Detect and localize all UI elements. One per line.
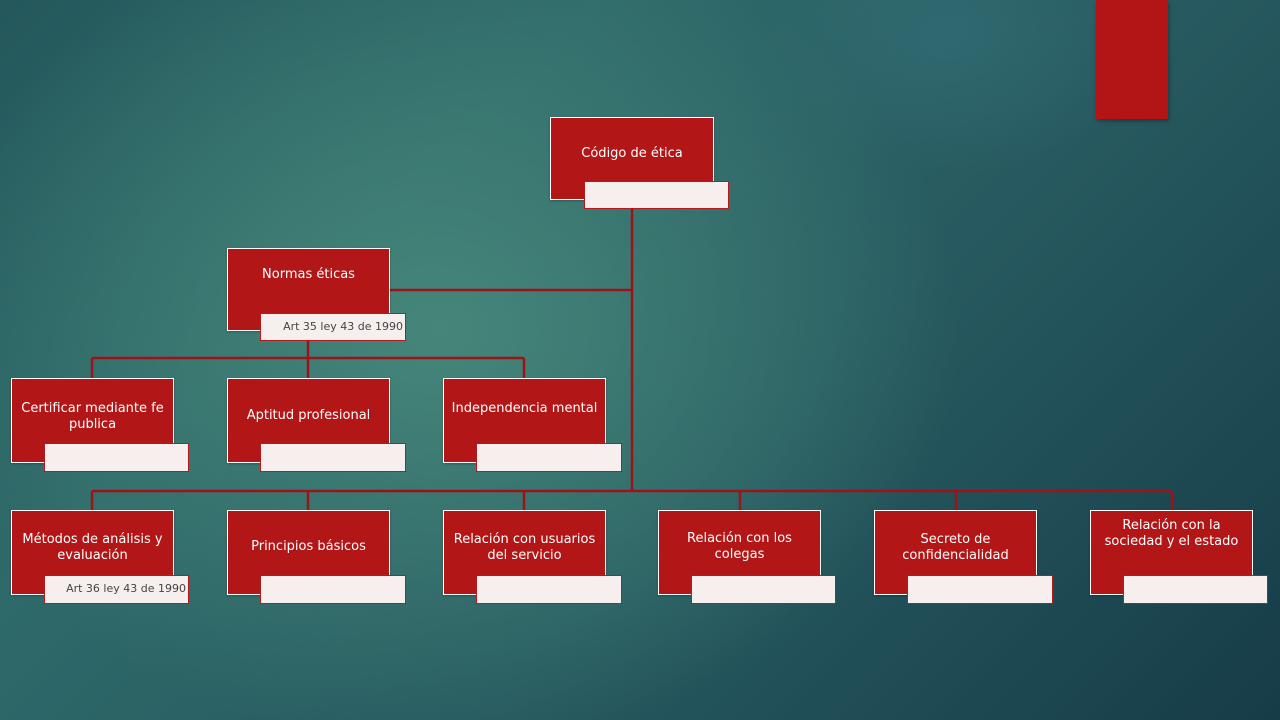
node-note-art36: Art 36 ley 43 de 1990 <box>44 575 189 604</box>
node-note-box <box>1123 575 1268 604</box>
node-label: Relación con la sociedad y el estado <box>1104 518 1239 549</box>
node-note-box <box>476 443 622 472</box>
node-note-box <box>44 443 189 472</box>
node-label: Relación con usuarios del servicio <box>453 532 596 563</box>
node-note-box <box>260 575 406 604</box>
node-note-box <box>907 575 1053 604</box>
node-label: Independencia mental <box>451 401 598 416</box>
node-note-art35: Art 35 ley 43 de 1990 <box>260 313 406 341</box>
node-label: Métodos de análisis y evaluación <box>22 532 163 563</box>
node-note-box <box>476 575 622 604</box>
node-label: Normas éticas <box>262 267 355 282</box>
node-note-box <box>260 443 406 472</box>
node-note-box <box>584 181 729 209</box>
node-label: Secreto de confidencialidad <box>902 532 1009 563</box>
node-note-box <box>691 575 836 604</box>
node-label: Código de ética <box>581 146 683 161</box>
decorative-accent-bar <box>1096 0 1168 119</box>
node-label: Certificar mediante fe publica <box>21 401 164 432</box>
node-label: Aptitud profesional <box>246 408 371 423</box>
node-label: Relación con los colegas <box>687 531 792 562</box>
node-label: Principios básicos <box>251 539 366 554</box>
